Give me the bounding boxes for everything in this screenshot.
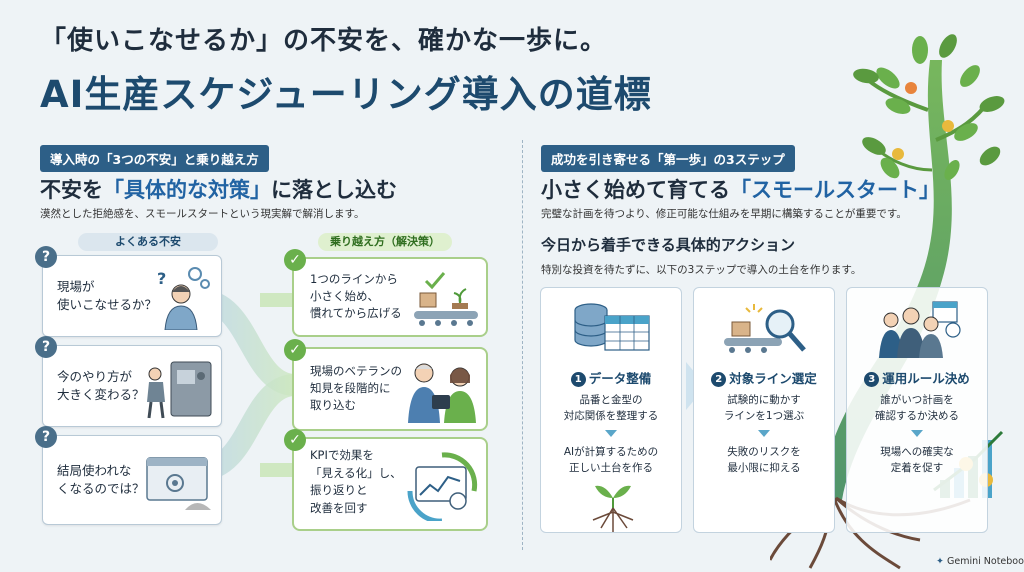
step-effect-1: AIが計算するための正しい土台を作る: [563, 446, 659, 474]
svg-text:?: ?: [157, 269, 166, 288]
solution-text-1: 1つのラインから小さく始め、慣れてから広げる: [310, 272, 402, 320]
conveyor-check-icon: [414, 272, 478, 326]
step-arrow-down-icon: [911, 430, 923, 437]
question-badge-icon: ?: [35, 336, 57, 358]
left-section-pill: 導入時の「3つの不安」と乗り越え方: [40, 145, 269, 172]
left-heading: 不安を「具体的な対策」に落とし込む: [40, 178, 397, 202]
sprout-roots-icon: [592, 485, 634, 532]
problem-card-2: ? 今のやり方が大きく変わる？: [35, 336, 222, 427]
solution-card-2: ✓ 現場のベテランの知見を段階的に取り込む: [284, 339, 488, 431]
dusty-screen-icon: [146, 457, 211, 510]
worker-question-icon: ?: [157, 267, 210, 330]
action-note: 特別な投資を待たずに、以下の3ステップで導入の土台を作ります。: [541, 264, 862, 276]
database-table-icon: [574, 303, 650, 351]
step-desc-1: 品番と金型の対応関係を整理する: [563, 394, 659, 422]
problem-column-header: よくある不安: [78, 233, 218, 251]
question-badge-icon: ?: [35, 246, 57, 268]
step-desc-3: 誰がいつ計画を確認するか決める: [875, 394, 959, 422]
solution-text-3: KPIで効果を「見える化」し、振り返りと改善を回す: [310, 448, 402, 515]
solution-column-header: 乗り越え方（解決策）: [318, 233, 452, 251]
solution-text-2: 現場のベテランの知見を段階的に取り込む: [310, 364, 402, 412]
question-badge-icon: ?: [35, 426, 57, 448]
problem-text-3: 結局使われなくなるのでは？: [57, 463, 145, 496]
right-section-pill: 成功を引き寄せる「第一歩」の3ステップ: [541, 145, 795, 172]
left-note: 漠然とした拒絶感を、スモールスタートという現実解で解消します。: [40, 208, 365, 220]
problem-card-3: ? 結局使われなくなるのでは？: [35, 426, 222, 525]
brand-logo: ✦ Gemini Notebook: [936, 556, 1024, 567]
right-note: 完璧な計画を待つより、修正可能な仕組みを早期に構築することが重要です。: [541, 208, 907, 220]
right-heading: 小さく始めて育てる「スモールスタート」: [541, 178, 940, 202]
action-heading: 今日から着手できる具体的アクション: [541, 236, 795, 254]
sparkle-icon: ✦: [936, 556, 944, 567]
page-title: AI生産スケジューリング導入の道標: [40, 73, 652, 116]
step-arrow-down-icon: [605, 430, 617, 437]
solution-card-3: ✓ KPIで効果を「見える化」し、振り返りと改善を回す: [284, 429, 488, 531]
step-desc-2: 試験的に動かすラインを1つ選ぶ: [723, 394, 805, 422]
step-effect-3: 現場への確実な定着を促す: [880, 446, 954, 474]
problem-card-1: ? 現場が使いこなせるか？ ?: [35, 246, 222, 337]
problem-text-2: 今のやり方が大きく変わる？: [57, 369, 145, 402]
check-badge-icon: ✓: [284, 429, 306, 451]
veteran-tablet-icon: [408, 363, 476, 423]
check-badge-icon: ✓: [284, 339, 306, 361]
problem-text-1: 現場が使いこなせるか？: [57, 279, 158, 312]
check-badge-icon: ✓: [284, 249, 306, 271]
page-subtitle: 「使いこなせるか」の不安を、確かな一歩に。: [40, 26, 608, 56]
team-calendar-icon: [879, 301, 961, 358]
step-arrow-down-icon: [758, 430, 770, 437]
line-magnifier-icon: [724, 304, 806, 353]
kpi-cycle-icon: [407, 452, 478, 521]
machine-worker-icon: [147, 361, 212, 419]
solution-card-1: ✓ 1つのラインから小さく始め、慣れてから広げる: [284, 249, 488, 337]
section-divider: [522, 140, 523, 550]
step-effect-2: 失敗のリスクを最小限に抑える: [727, 446, 801, 474]
